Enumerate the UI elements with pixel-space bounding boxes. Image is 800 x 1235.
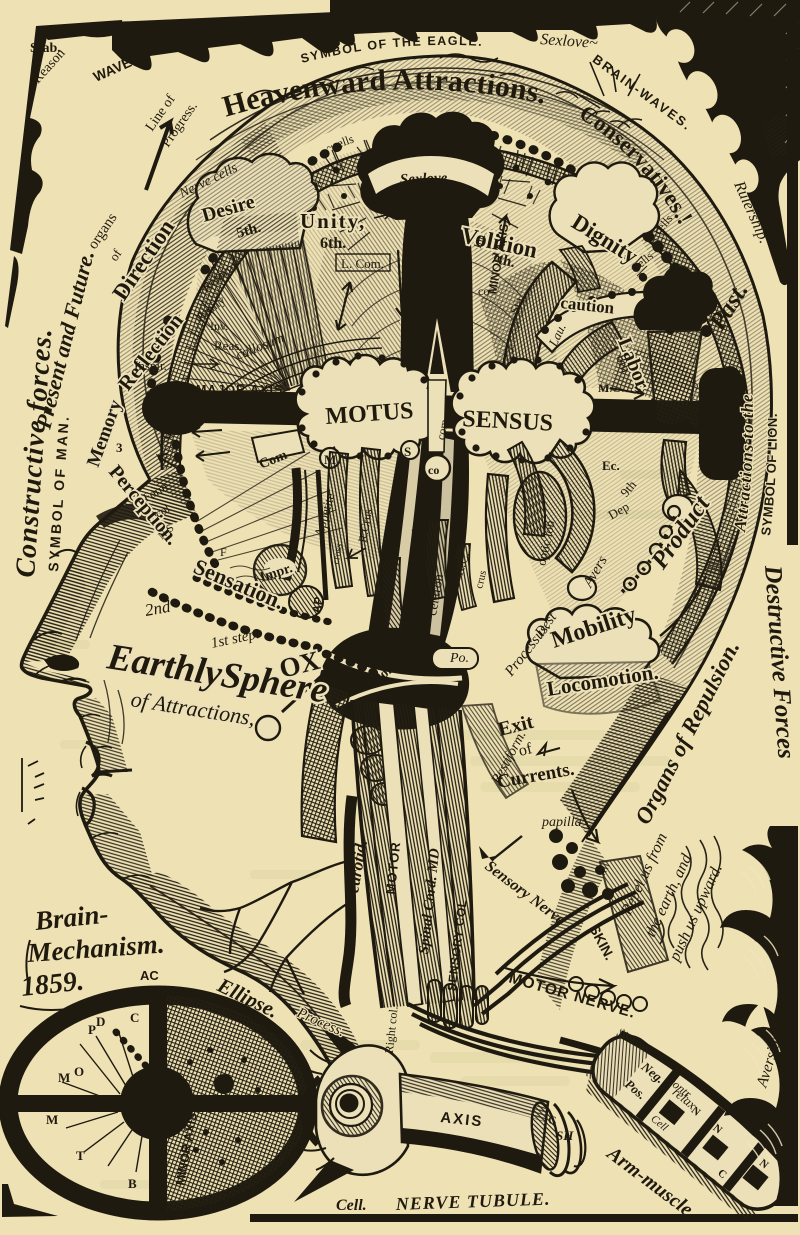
svg-text:L. Com.: L. Com. [341, 256, 384, 271]
svg-text:Sexlove~: Sexlove~ [540, 31, 599, 52]
svg-text:8th: 8th [612, 353, 633, 375]
svg-text:M: M [598, 381, 609, 395]
svg-text:M: M [324, 452, 336, 467]
svg-text:R.Crus: R.Crus [355, 508, 375, 544]
svg-text:6th.: 6th. [320, 235, 346, 252]
svg-text:7th.: 7th. [489, 250, 517, 271]
svg-text:F: F [314, 179, 321, 193]
svg-text:O: O [760, 1113, 771, 1128]
svg-text:centron: centron [425, 573, 447, 617]
svg-text:T: T [76, 1148, 85, 1163]
svg-text:SE: SE [216, 1082, 229, 1093]
svg-text:F: F [220, 545, 227, 559]
svg-text:Sexlove: Sexlove [400, 170, 448, 188]
svg-text:front Crus: front Crus [409, 481, 431, 536]
svg-text:3: 3 [116, 440, 123, 455]
svg-text:P: P [88, 1022, 96, 1037]
svg-text:Unity,: Unity, [300, 209, 366, 233]
svg-text:L: L [330, 175, 338, 189]
svg-text:C: C [130, 1010, 139, 1025]
svg-text:SENSUS: SENSUS [462, 406, 554, 437]
svg-text:A: A [648, 395, 657, 409]
svg-text:R.C.: R.C. [451, 550, 473, 577]
svg-text:M: M [46, 1112, 58, 1127]
svg-text:O: O [74, 1064, 84, 1079]
svg-text:5th.: 5th. [235, 220, 263, 242]
svg-text:Sta,: Sta, [507, 292, 528, 316]
svg-text:papilla: papilla [541, 815, 582, 830]
svg-text:Inv.: Inv. [210, 319, 228, 333]
svg-text:co: co [478, 284, 489, 298]
svg-text:MAJOR AXIS: MAJOR AXIS [196, 383, 283, 397]
svg-text:H: H [452, 181, 462, 195]
svg-text:Ec.: Ec. [602, 458, 620, 473]
svg-text:LIB.: LIB. [717, 423, 737, 450]
svg-text:Int.: Int. [472, 232, 488, 250]
svg-text:Inspir.: Inspir. [134, 358, 167, 373]
svg-text:AC: AC [140, 968, 159, 983]
svg-text:Reas.: Reas. [214, 338, 243, 353]
svg-text:OBS: OBS [159, 412, 177, 440]
svg-text:co: co [428, 463, 439, 477]
svg-text:2nd: 2nd [143, 597, 172, 620]
svg-text:MOTOR: MOTOR [383, 841, 403, 895]
svg-text:B: B [128, 1176, 137, 1191]
svg-text:M: M [58, 1070, 70, 1085]
svg-text:S: S [404, 444, 411, 459]
svg-text:crus: crus [473, 569, 489, 590]
svg-text:com: com [434, 417, 452, 441]
svg-text:1859.: 1859. [19, 966, 85, 1003]
svg-text:AP.: AP. [309, 594, 326, 615]
svg-text:of: of [517, 740, 535, 760]
svg-text:Stab.: Stab. [30, 41, 61, 56]
svg-text:SH: SH [556, 1128, 574, 1143]
svg-text:col: col [153, 501, 173, 521]
svg-text:C: C [548, 1113, 557, 1127]
svg-text:N: N [345, 1098, 353, 1110]
svg-text:Right col.: Right col. [382, 1005, 401, 1054]
svg-text:AXIS: AXIS [440, 1109, 485, 1130]
svg-text:Relig.: Relig. [401, 315, 423, 351]
svg-text:D: D [96, 1014, 105, 1029]
svg-text:Cell.: Cell. [336, 1197, 367, 1214]
svg-text:MOTUS: MOTUS [325, 398, 415, 430]
svg-text:cross: cross [331, 543, 345, 565]
svg-text:Po.: Po. [449, 651, 469, 666]
